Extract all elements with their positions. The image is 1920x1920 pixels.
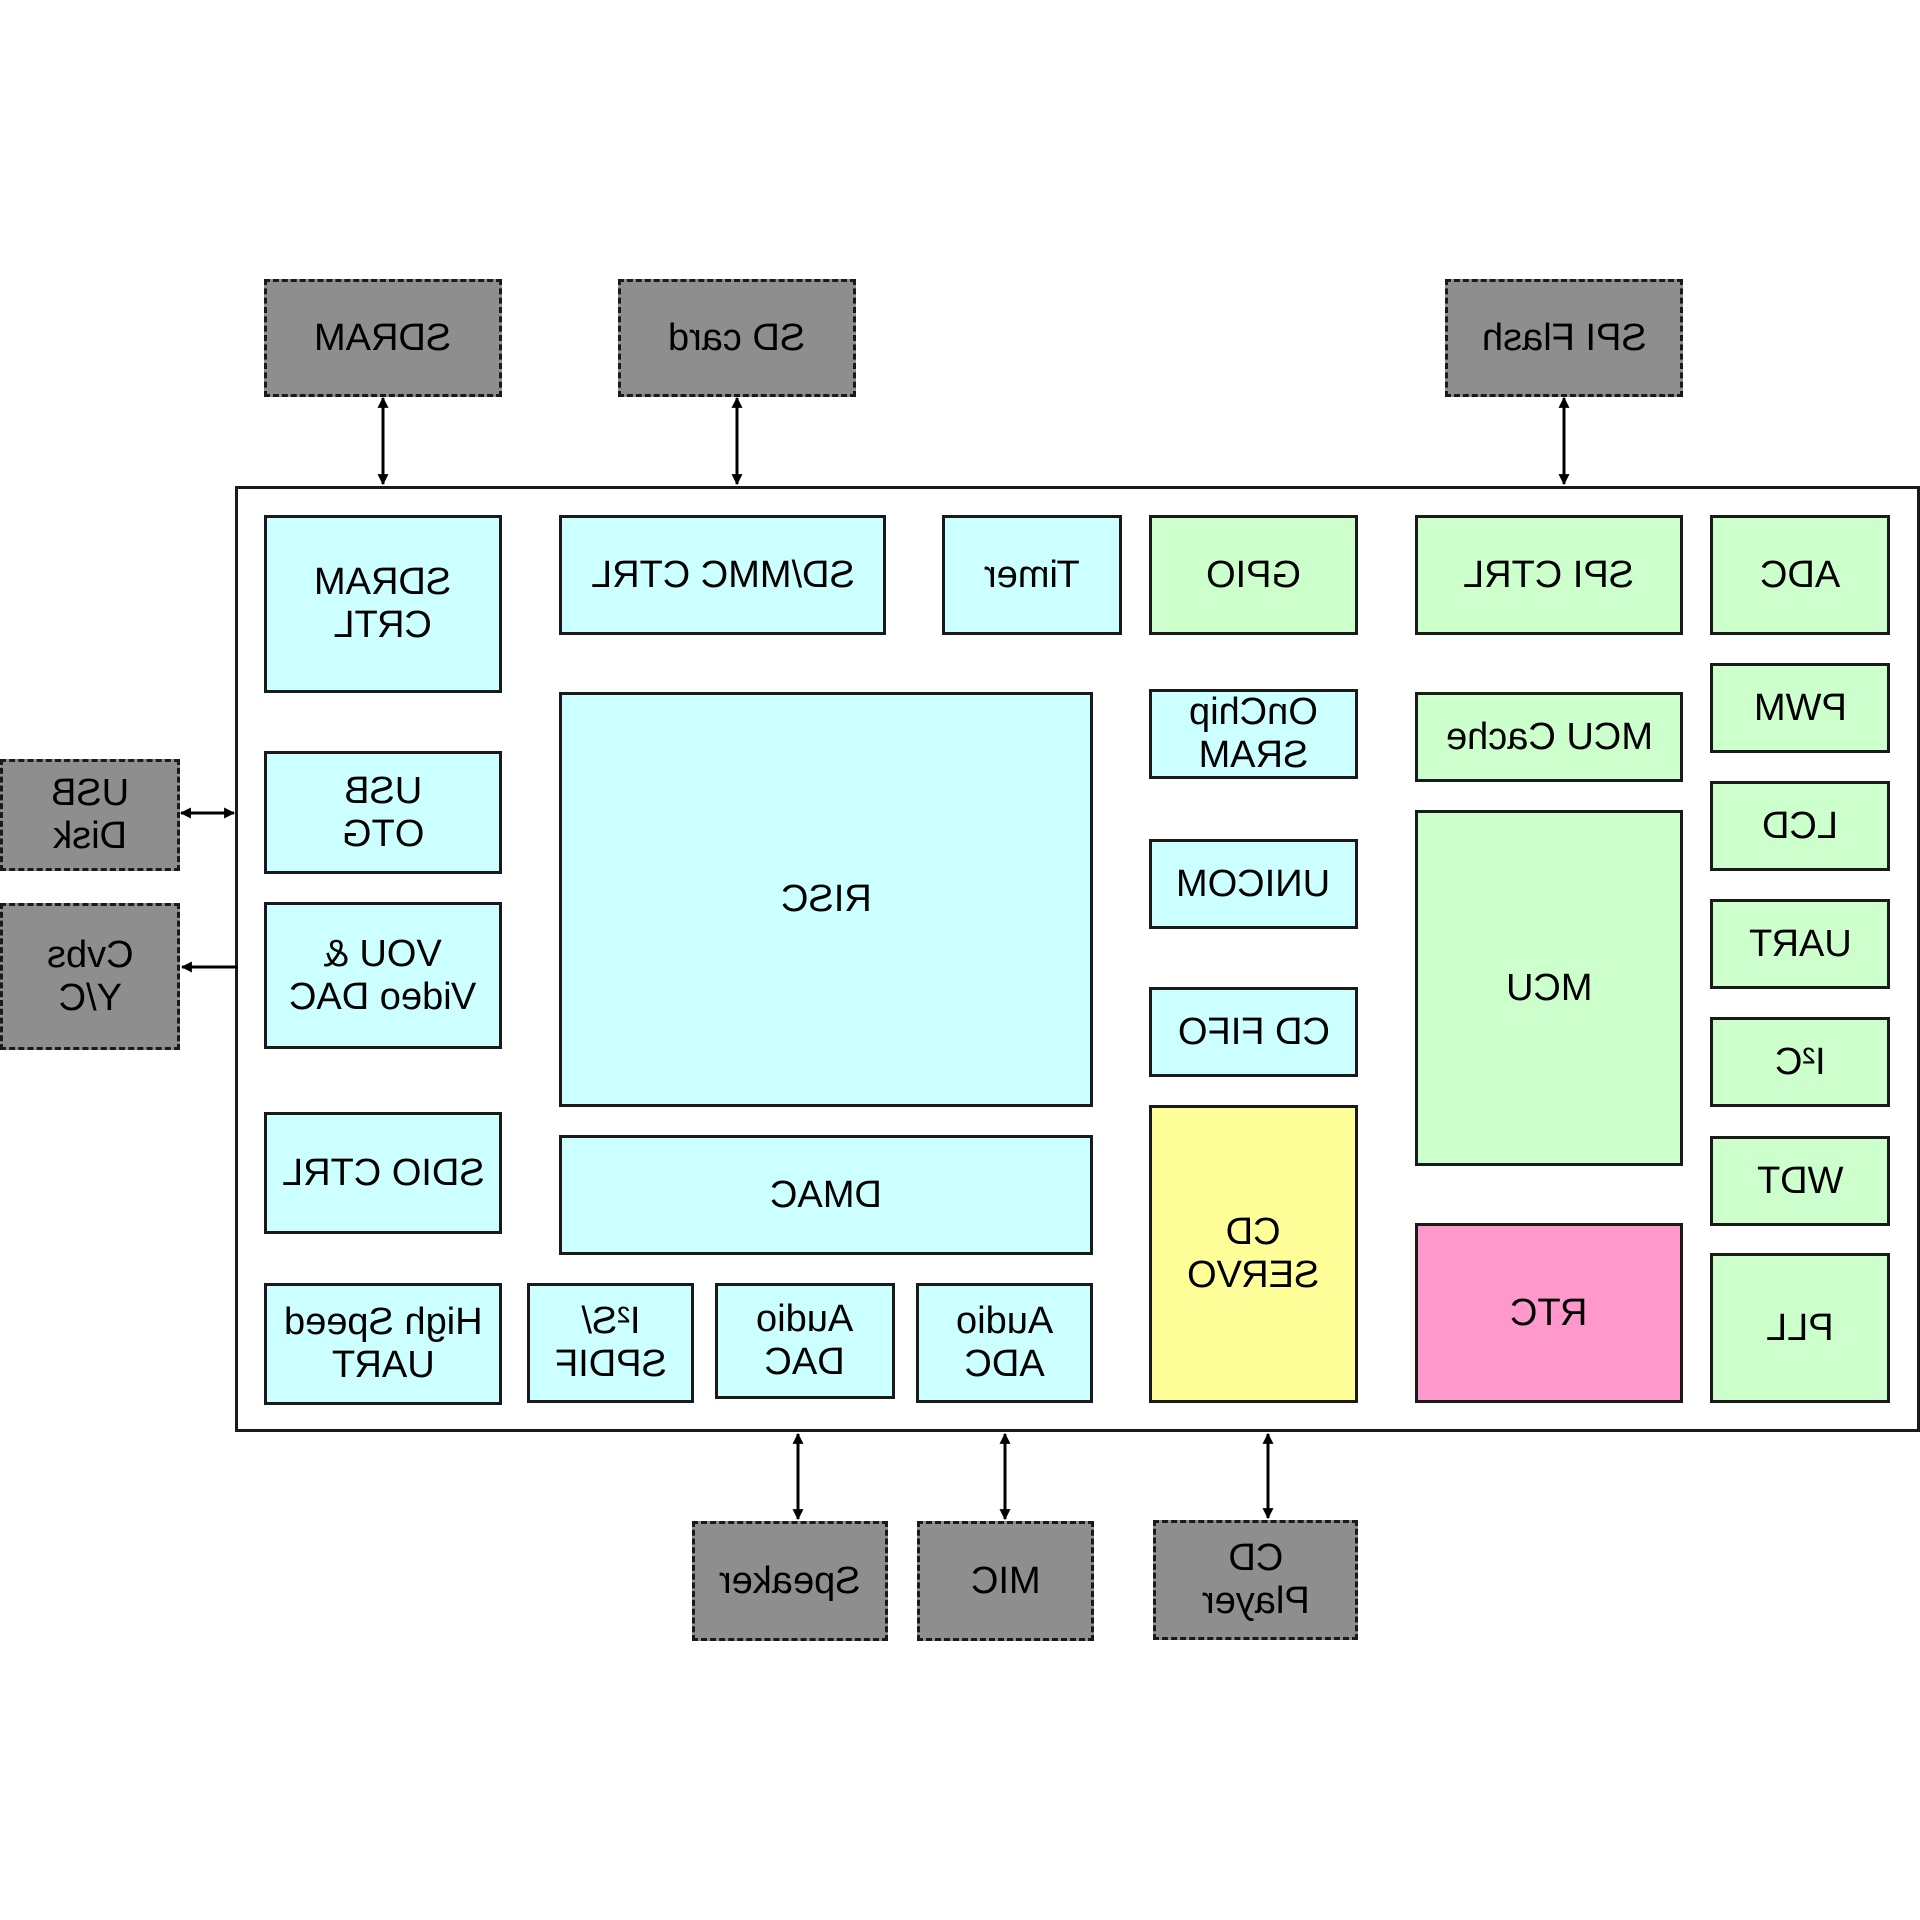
rtc-block: RTC (1415, 1223, 1683, 1403)
i2c-block: I²C (1710, 1017, 1890, 1107)
spi-ctrl-block: SPI CTRL (1415, 515, 1683, 635)
wdt-block: WDT (1710, 1136, 1890, 1226)
high-speed-uart-block: High Speed UART (264, 1283, 502, 1405)
sd-card-device: SD card (618, 279, 856, 397)
i2s-spdif-block: I²S/ SPDIF (527, 1283, 694, 1403)
usb-otg-block: USB OTG (264, 751, 502, 874)
vou-video-dac-block: VOU & Video DAC (264, 902, 502, 1049)
mic-device: MIC (917, 1521, 1094, 1641)
usb-disk-device: USB Disk (0, 759, 180, 871)
cd-fifo-block: CD FIFO (1149, 987, 1358, 1077)
dmac-block: DMAC (559, 1135, 1093, 1255)
timer-block: Timer (942, 515, 1122, 635)
sdram-ctrl-block: SDRAM CRTL (264, 515, 502, 693)
gpio-block: GPIO (1149, 515, 1358, 635)
cd-player-device: CD Player (1153, 1520, 1358, 1640)
lcd-block: LCD (1710, 781, 1890, 871)
mcu-cache-block: MCU Cache (1415, 692, 1683, 782)
sdio-ctrl-block: SDIO CTRL (264, 1112, 502, 1234)
sdmmc-ctrl-block: SD/MMC CTRL (559, 515, 886, 635)
pll-block: PLL (1710, 1253, 1890, 1403)
speaker-device: Speaker (692, 1521, 888, 1641)
audio-dac-block: Audio DAC (715, 1283, 895, 1399)
onchip-sram-block: OnChip SRAM (1149, 689, 1358, 779)
uart-block: UART (1710, 899, 1890, 989)
unicom-block: UNICOM (1149, 839, 1358, 929)
cvbs-device: Cvbs Y/C (0, 903, 180, 1050)
spi-flash-device: SPI Flash (1445, 279, 1683, 397)
cd-servo-block: CD SERVO (1149, 1105, 1358, 1403)
sdram-device: SDRAM (264, 279, 502, 397)
adc-block: ADC (1710, 515, 1890, 635)
audio-adc-block: Audio ADC (916, 1283, 1093, 1403)
risc-block: RISC (559, 692, 1093, 1107)
pwm-block: PWM (1710, 663, 1890, 753)
mcu-block: MCU (1415, 810, 1683, 1166)
